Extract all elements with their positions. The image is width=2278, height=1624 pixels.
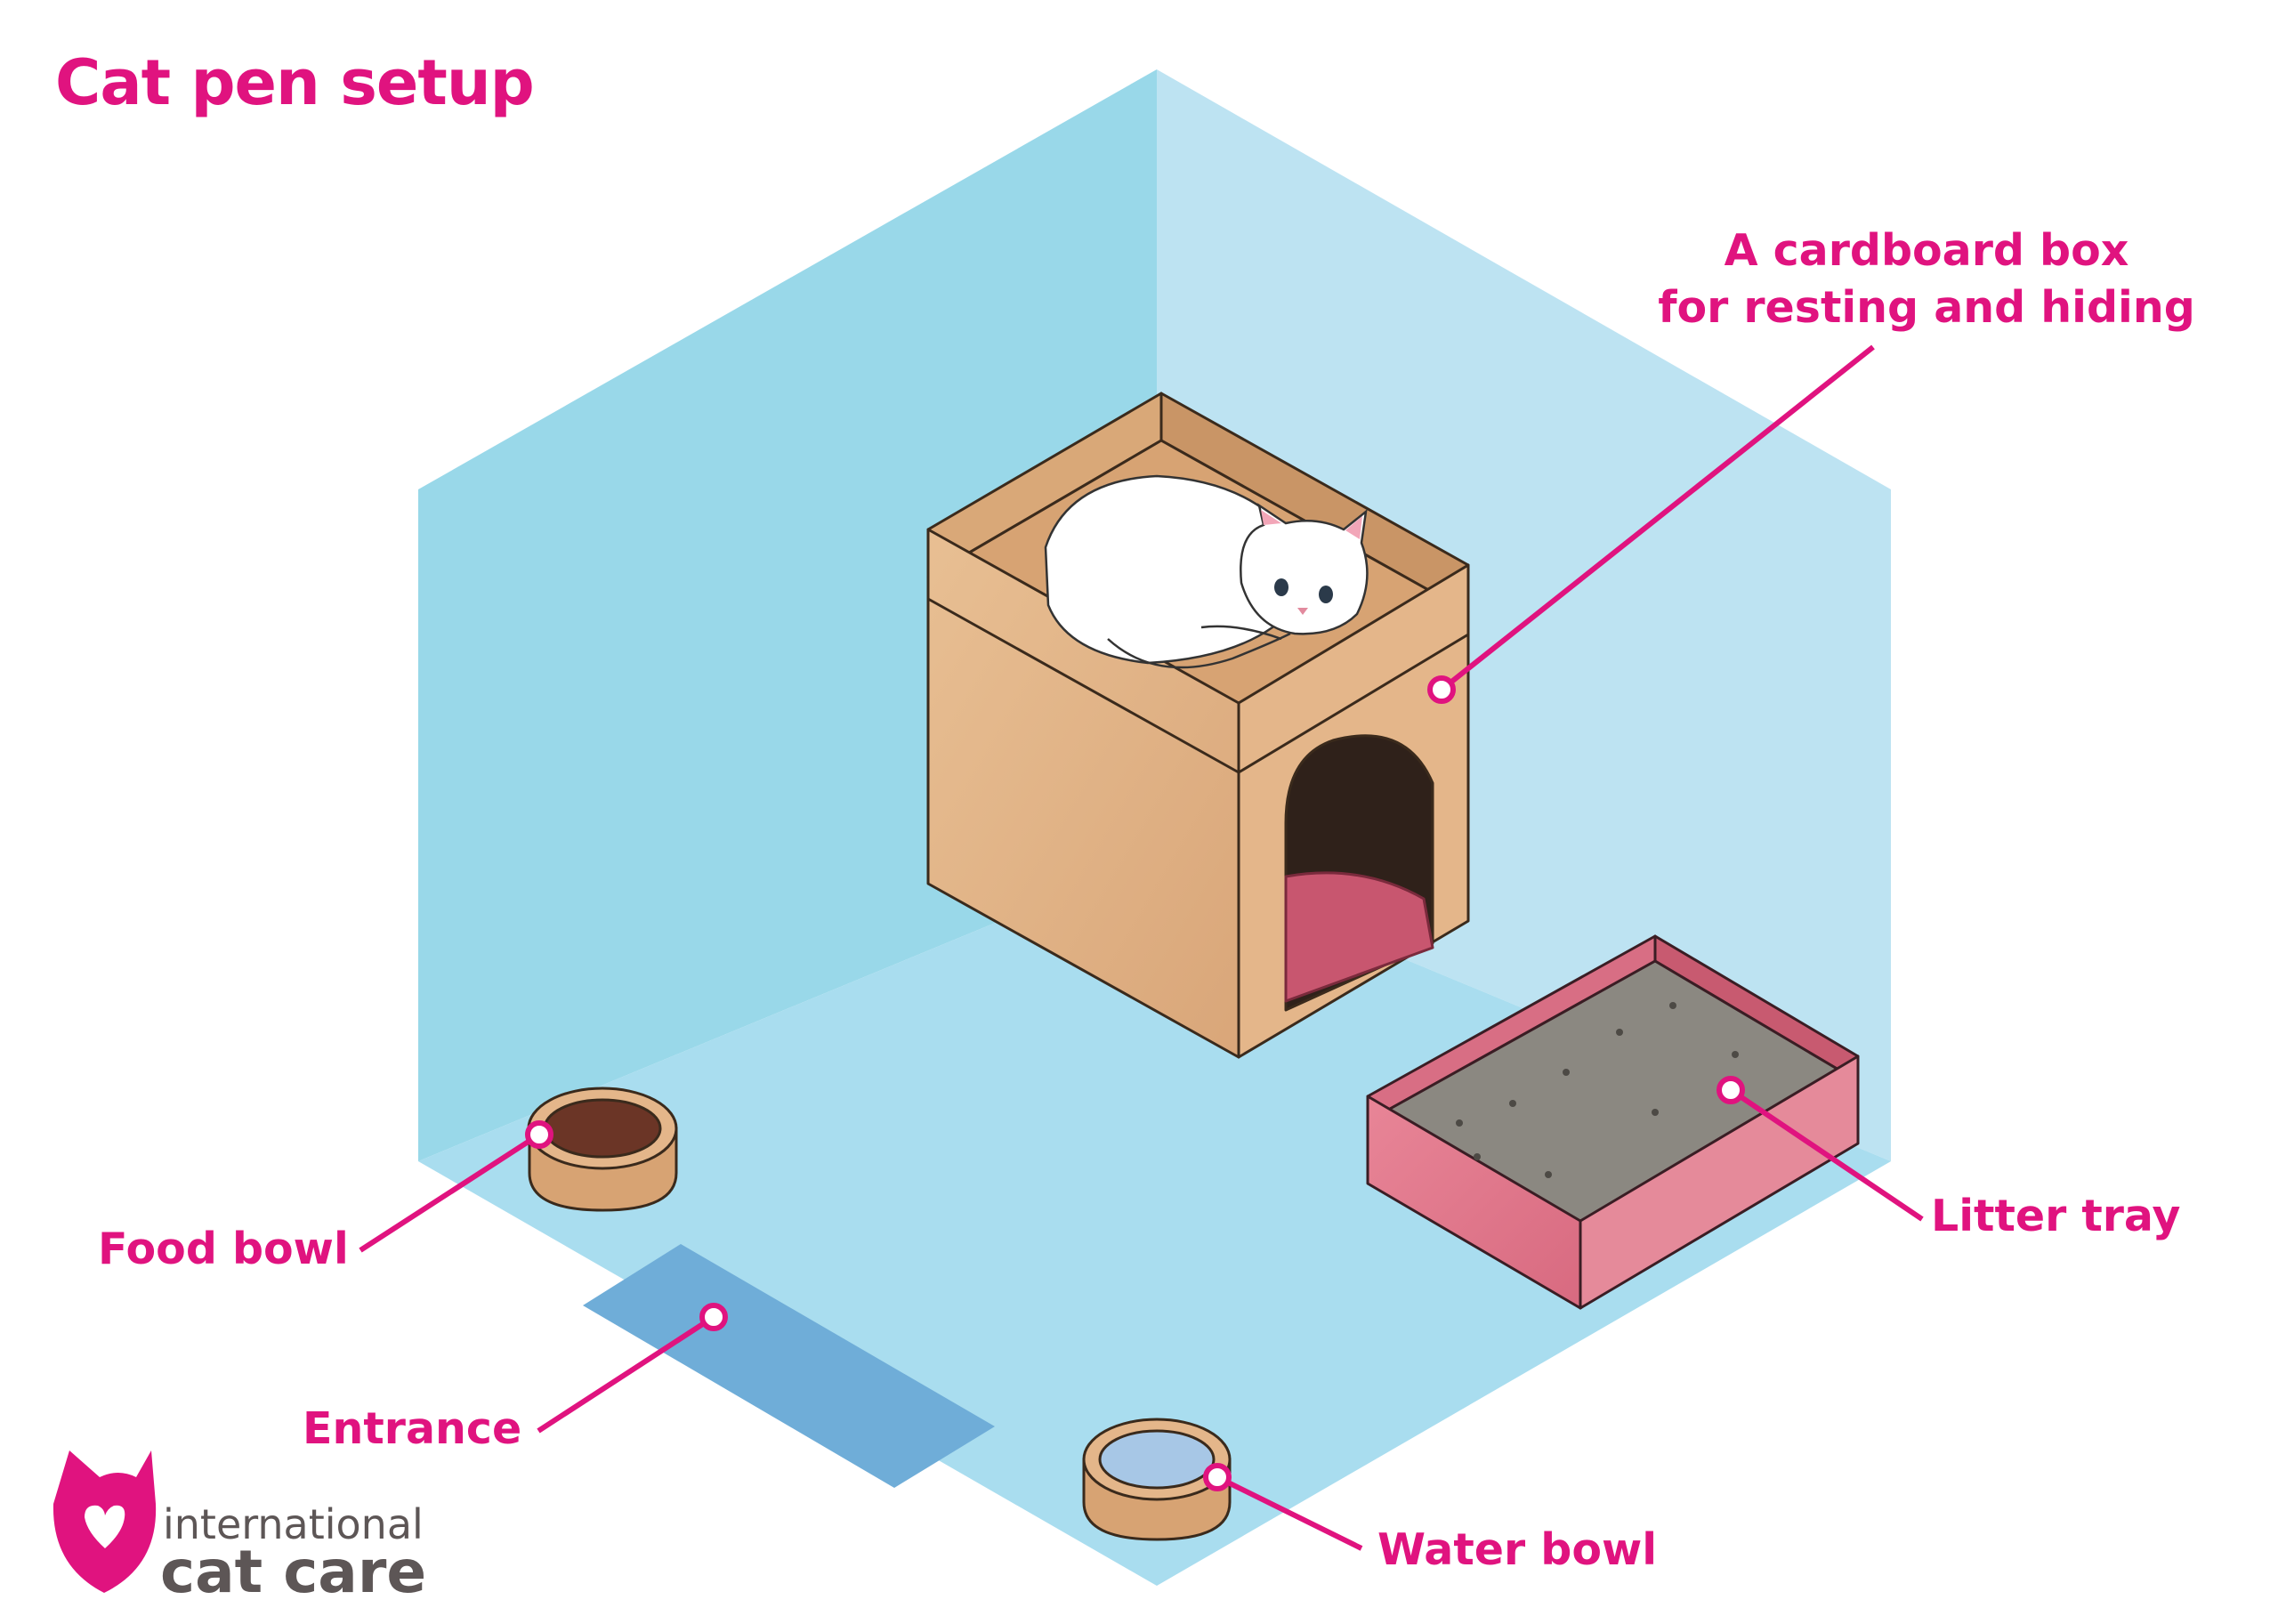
callout-line-entrance [537, 1314, 715, 1434]
pen-entrance [583, 1244, 995, 1488]
logo-text-international: international [163, 1500, 424, 1548]
cat-eye-right [1319, 586, 1333, 603]
callout-line-food-bowl [359, 1132, 541, 1253]
cat-tail [1107, 632, 1291, 669]
label-litter-tray: Litter tray [1931, 1191, 2181, 1241]
box-lid-fold-right [1238, 633, 1469, 774]
box-lid-fold-left [927, 597, 1240, 774]
sleeping-cat [1044, 474, 1369, 669]
label-water-bowl: Water bowl [1377, 1524, 1658, 1575]
cat-head [1240, 503, 1369, 635]
callout-line-litter-tray [1729, 1087, 1924, 1222]
callout-marker-entrance [699, 1303, 728, 1331]
food-bowl [527, 1087, 678, 1212]
water-bowl [1082, 1418, 1232, 1541]
water-bowl-water [1098, 1429, 1216, 1490]
cat-inner-ear-left [1261, 510, 1281, 525]
label-cardboard-box-line2: for resting and hiding [1658, 281, 2195, 333]
page-title: Cat pen setup [55, 46, 535, 119]
callout-marker-water-bowl [1203, 1463, 1232, 1491]
callout-marker-food-bowl [525, 1120, 553, 1149]
box-cushion [1284, 871, 1434, 1003]
callout-line-box [1440, 344, 1875, 692]
logo-text-cat-care: cat care [160, 1538, 427, 1606]
cat-eye-left [1274, 578, 1288, 596]
label-cardboard-box-line1: A cardboard box [1724, 225, 2129, 276]
callout-line-water-bowl [1216, 1475, 1363, 1551]
tray-litter-granules [1456, 1002, 1739, 1178]
cat-head-heart-icon [53, 1450, 157, 1593]
label-food-bowl: Food bowl [98, 1224, 349, 1274]
callouts [359, 344, 1924, 1551]
cat-nose [1297, 608, 1308, 615]
callout-marker-litter-tray [1717, 1076, 1745, 1104]
label-entrance: Entrance [303, 1403, 522, 1454]
cat-paw [1200, 625, 1282, 641]
litter-tray [1366, 934, 1860, 1310]
callout-marker-box [1427, 675, 1456, 704]
food-bowl-food [543, 1098, 662, 1159]
cat-inner-ear-right [1345, 516, 1362, 539]
label-cardboard-box: A cardboard box for resting and hiding [1651, 222, 2202, 335]
